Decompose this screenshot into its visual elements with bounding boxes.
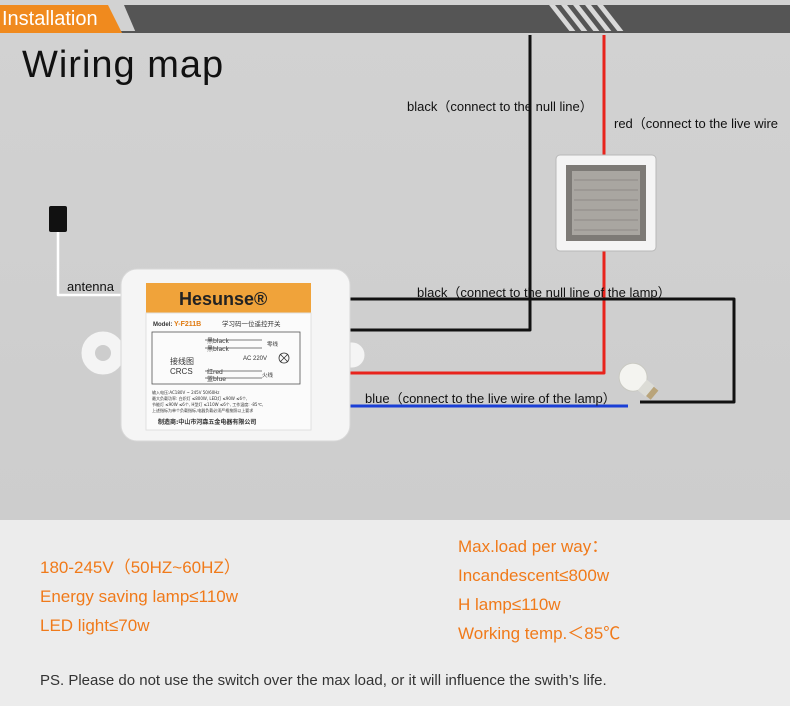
- spec-incandescent: Incandescent≤800w: [458, 566, 610, 585]
- device-wire-blue: 蓝blue: [207, 375, 226, 383]
- device-spec-2: 最大负载功率: 白炽灯 ≤800W, LED灯 ≤90W ≤6个,: [152, 395, 247, 401]
- device-wire-red: 红red: [207, 368, 223, 376]
- device-spec-1: 输入电压:AC180V ~ 245V 50/60Hz: [152, 389, 219, 395]
- spec-voltage: 180-245V（50HZ~60HZ）: [40, 558, 241, 577]
- header-bar: [124, 5, 790, 33]
- ps-note: PS. Please do not use the switch over th…: [40, 672, 607, 689]
- device-ac: AC 220V: [243, 356, 267, 362]
- spec-led: LED light≤70w: [40, 616, 150, 635]
- label-blue-lamp: blue（connect to the live wire of the lam…: [365, 391, 616, 406]
- wiring-diagram: Hesunse® Model: Y-F211B 学习码一位遥控开关 接线图 CR…: [49, 35, 736, 442]
- spec-max-load: Max.load per way：: [458, 537, 609, 556]
- device-brand: Hesunse®: [179, 289, 267, 309]
- device-wire-black1: 黑black: [207, 338, 229, 345]
- header-tab: Installation: [0, 5, 122, 33]
- page-title: Wiring map: [22, 44, 225, 86]
- light-bulb-icon: [618, 362, 659, 400]
- antenna-icon: [49, 206, 67, 232]
- specs-left: 180-245V（50HZ~60HZ） Energy saving lamp≤1…: [40, 553, 241, 640]
- spec-h-lamp: H lamp≤110w: [458, 595, 561, 614]
- remote-switch-module-icon: Hesunse® Model: Y-F211B 学习码一位遥控开关 接线图 CR…: [80, 268, 366, 442]
- device-manufacturer: 制造商:中山市河森五金电器有限公司: [158, 418, 256, 426]
- wire-black-lamp: [345, 297, 736, 404]
- label-antenna: antenna: [67, 279, 114, 294]
- header-underline: [0, 31, 790, 33]
- label-black-null: black（connect to the null line）: [407, 99, 593, 114]
- spec-working-temp: Working temp.＜85℃: [458, 624, 621, 643]
- device-live-cn: 火线: [262, 371, 274, 379]
- device-diagram-label-en: CRCS: [170, 367, 193, 376]
- device-spec-4: 上述指标为单个负载指标,电器负载必须严格按照以上要求: [152, 407, 253, 413]
- label-black-lamp: black（connect to the null line of the la…: [417, 285, 671, 300]
- device-null-cn: 零线: [267, 340, 279, 348]
- wire-antenna: [56, 230, 124, 297]
- device-spec-3: 节能灯 ≤90W ≤6个, H型灯 ≤110W ≤6个, 工作温度: -85℃,: [152, 401, 263, 407]
- wire-black-null: [345, 35, 532, 332]
- spec-energy-saving: Energy saving lamp≤110w: [40, 587, 239, 606]
- specs-panel: [0, 520, 790, 706]
- label-red-live: red（connect to the live wire: [614, 116, 779, 131]
- wire-red-switch: [345, 248, 606, 375]
- wall-switch-icon: [555, 154, 657, 252]
- device-wire-black2: 黑black: [207, 346, 229, 353]
- device-model-desc: 学习码一位遥控开关: [222, 319, 281, 328]
- device-model-prefix: Model:: [153, 322, 172, 328]
- device-model: Y-F211B: [174, 321, 201, 328]
- device-diagram-label-cn: 接线图: [170, 356, 194, 366]
- specs-right: Max.load per way： Incandescent≤800w H la…: [458, 532, 620, 648]
